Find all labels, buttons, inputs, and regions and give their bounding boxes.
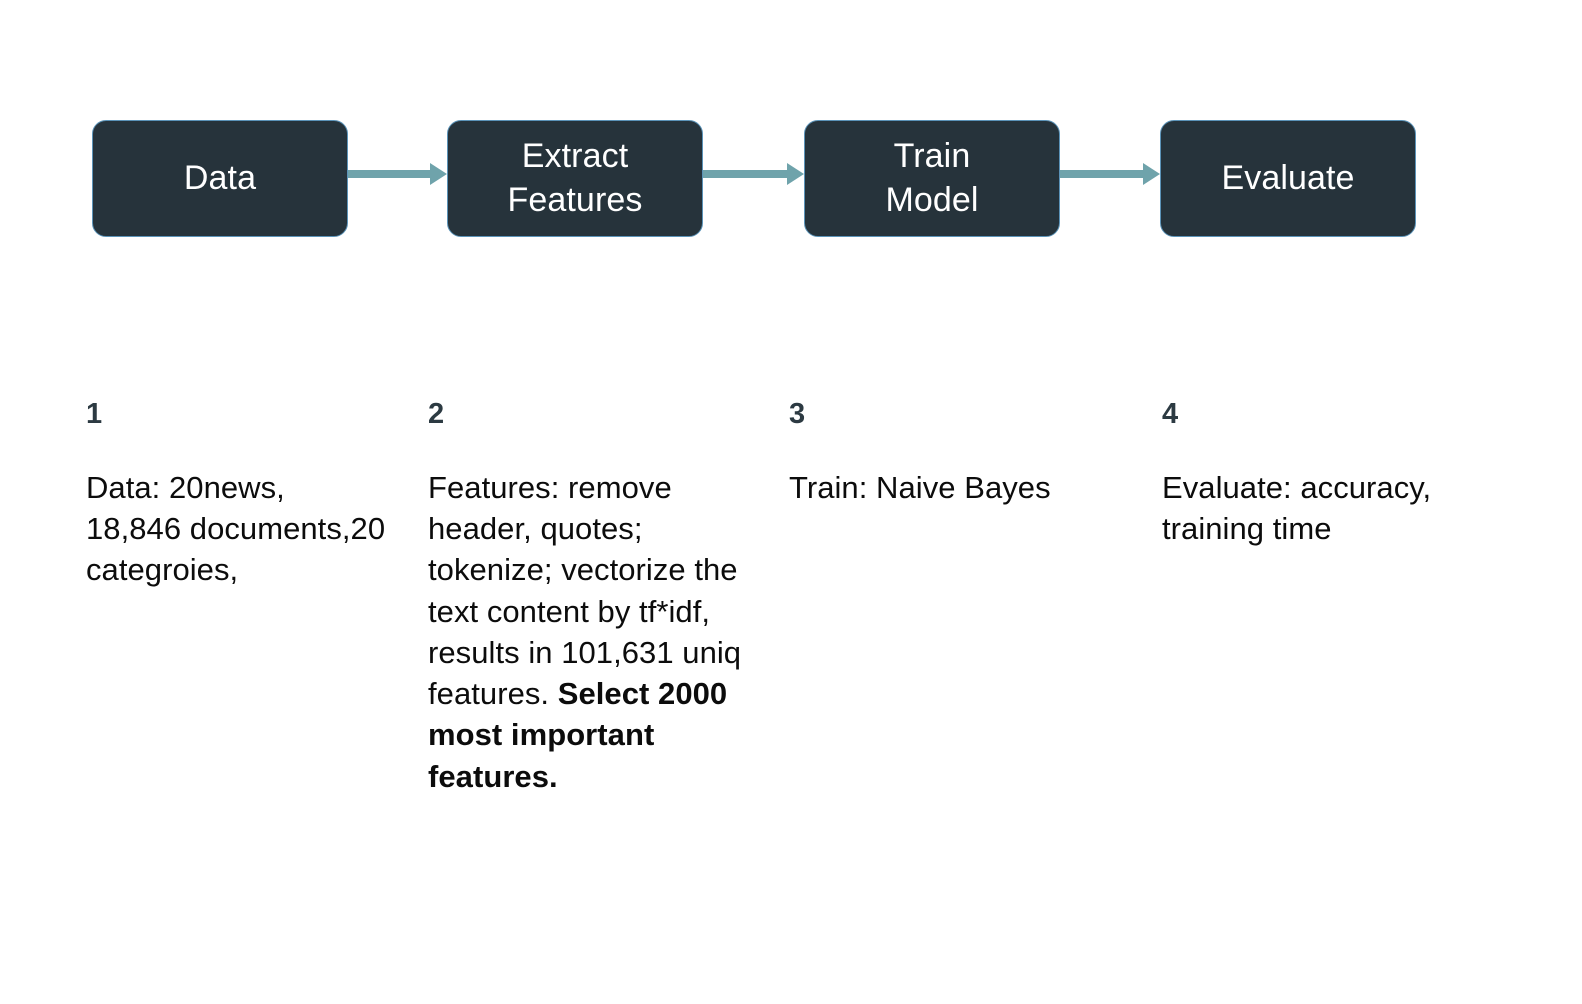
flow-arrow-data-to-extract-features: [348, 163, 447, 185]
step-text: Features: remove header, quotes; tokeniz…: [428, 467, 758, 797]
step-column-4: 4 Evaluate: accuracy, training time: [1162, 400, 1512, 549]
flow-node-data[interactable]: Data: [92, 120, 348, 237]
step-text-regular: Evaluate: accuracy, training time: [1162, 470, 1432, 547]
step-number: 1: [86, 398, 103, 430]
step-text-regular: Train: Naive Bayes: [789, 470, 1051, 505]
pipeline-flow-diagram: Data Extract Features Train Model Evalua…: [0, 0, 1582, 300]
flow-node-evaluate[interactable]: Evaluate: [1160, 120, 1416, 237]
flow-node-extract-features[interactable]: Extract Features: [447, 120, 703, 237]
step-number: 2: [428, 398, 445, 430]
step-text: Data: 20news, 18,846 documents,20 categr…: [86, 467, 386, 591]
flow-node-label: Evaluate: [1221, 158, 1355, 197]
flow-node-label: Data: [183, 158, 257, 197]
step-column-2: 2 Features: remove header, quotes; token…: [428, 400, 758, 797]
step-column-1: 1 Data: 20news, 18,846 documents,20 cate…: [86, 400, 386, 591]
flow-node-label: Train Model: [885, 136, 979, 219]
step-text: Evaluate: accuracy, training time: [1162, 467, 1512, 549]
step-number: 4: [1162, 398, 1179, 430]
step-text: Train: Naive Bayes: [789, 467, 1119, 508]
flow-arrow-extract-features-to-train-model: [703, 163, 804, 185]
step-text-regular: Data: 20news, 18,846 documents,20 categr…: [86, 470, 386, 588]
flow-node-train-model[interactable]: Train Model: [804, 120, 1060, 237]
step-column-3: 3 Train: Naive Bayes: [789, 400, 1119, 508]
flow-node-label: Extract Features: [507, 136, 643, 219]
step-number: 3: [789, 398, 806, 430]
step-text-bold: Select 2000 most important features.: [428, 676, 728, 794]
flow-arrow-train-model-to-evaluate: [1060, 163, 1160, 185]
step-text-regular: Features: remove header, quotes; tokeniz…: [428, 470, 742, 712]
